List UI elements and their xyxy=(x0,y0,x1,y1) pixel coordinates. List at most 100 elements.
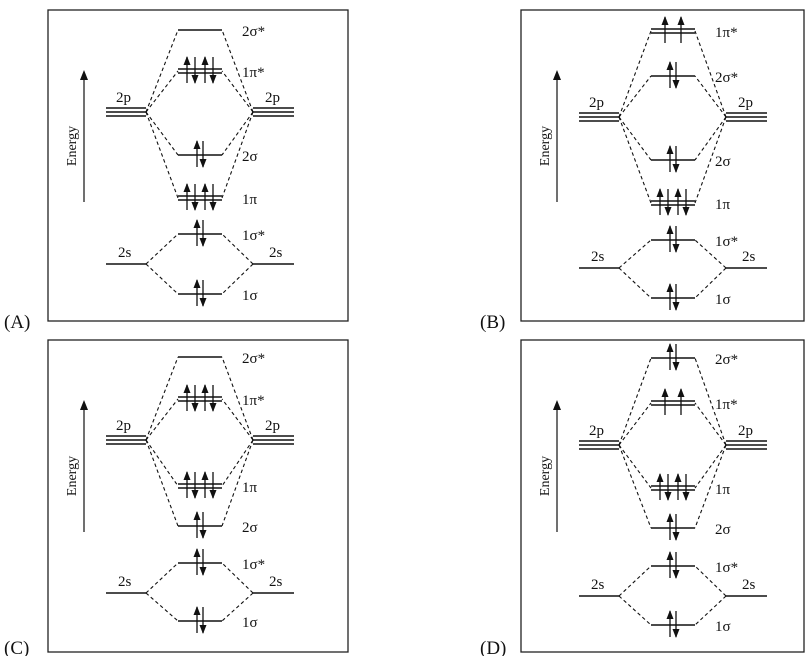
correlation-line xyxy=(694,444,727,489)
correlation-line xyxy=(694,402,727,446)
correlation-line xyxy=(221,263,254,295)
left-2p-label: 2p xyxy=(589,95,604,111)
right-2p-label: 2p xyxy=(738,423,753,439)
correlation-line xyxy=(694,116,727,204)
right-2s-label: 2s xyxy=(269,245,283,261)
left-2p-label: 2p xyxy=(116,418,131,434)
orbital-pis: 1π* xyxy=(145,56,265,113)
correlation-line xyxy=(221,439,254,527)
orbital-label: 1π xyxy=(242,480,258,496)
correlation-line xyxy=(145,29,179,113)
orbital-s2: 2σ xyxy=(618,116,731,173)
panel-label: (D) xyxy=(480,638,506,656)
right-2s-label: 2s xyxy=(742,577,756,593)
orbital-label: 1σ xyxy=(242,288,258,304)
correlation-line xyxy=(145,439,179,527)
correlation-line xyxy=(221,356,254,441)
orbital-pis: 1π* xyxy=(618,16,738,118)
orbital-label: 2σ xyxy=(242,149,258,165)
right-2s-label: 2s xyxy=(269,574,283,590)
correlation-line xyxy=(221,233,254,265)
orbital-s1s: 1σ* xyxy=(618,225,738,269)
orbital-label: 1π xyxy=(242,192,258,208)
orbital-label: 1π* xyxy=(242,65,265,81)
panel-frame xyxy=(520,339,805,653)
orbital-s1: 1σ xyxy=(618,595,731,638)
energy-axis-label: Energy xyxy=(538,126,553,166)
correlation-line xyxy=(618,444,652,489)
correlation-line xyxy=(694,75,727,118)
panel-label: (C) xyxy=(4,638,29,656)
orbital-label: 2σ* xyxy=(715,70,738,86)
orbital-pi: 1π xyxy=(618,116,731,216)
orbital-s2: 2σ xyxy=(618,444,731,541)
right-2p-label: 2p xyxy=(265,90,280,106)
correlation-line xyxy=(694,30,727,118)
correlation-line xyxy=(694,239,727,269)
left-2p-label: 2p xyxy=(116,90,131,106)
orbital-pi: 1π xyxy=(145,111,258,211)
correlation-line xyxy=(221,592,254,622)
correlation-line xyxy=(221,439,254,487)
correlation-line xyxy=(145,592,179,622)
correlation-line xyxy=(618,30,652,118)
orbital-label: 1σ xyxy=(715,619,731,635)
panel-frame xyxy=(520,9,805,322)
orbital-label: 2σ* xyxy=(715,352,738,368)
correlation-line xyxy=(145,356,179,441)
energy-axis-arrowhead xyxy=(553,70,561,80)
orbital-label: 2σ xyxy=(715,154,731,170)
energy-axis-arrowhead xyxy=(80,400,88,410)
orbital-label: 1π* xyxy=(715,25,738,41)
correlation-line xyxy=(618,595,652,626)
energy-axis-arrowhead xyxy=(553,400,561,410)
orbital-label: 2σ* xyxy=(242,24,265,40)
correlation-line xyxy=(618,402,652,446)
orbital-pis: 1π* xyxy=(145,384,265,441)
orbital-label: 1π xyxy=(715,197,731,213)
right-2p-label: 2p xyxy=(265,418,280,434)
energy-axis-label: Energy xyxy=(538,456,553,496)
correlation-line xyxy=(145,70,179,113)
left-2s-label: 2s xyxy=(118,574,132,590)
panel-frame xyxy=(47,339,349,653)
right-2p-label: 2p xyxy=(738,95,753,111)
panel-label: (B) xyxy=(480,312,505,333)
correlation-line xyxy=(221,29,254,113)
orbital-pis: 1π* xyxy=(618,388,738,446)
correlation-line xyxy=(221,398,254,441)
orbital-label: 1π* xyxy=(242,393,265,409)
orbital-label: 1σ* xyxy=(242,228,265,244)
correlation-line xyxy=(694,357,727,446)
correlation-line xyxy=(694,267,727,299)
correlation-line xyxy=(618,116,652,204)
orbital-label: 1π* xyxy=(715,397,738,413)
correlation-line xyxy=(145,233,179,265)
orbital-label: 1σ* xyxy=(242,557,265,573)
orbital-label: 1σ xyxy=(715,292,731,308)
correlation-line xyxy=(145,111,179,199)
energy-axis-arrowhead xyxy=(80,70,88,80)
correlation-line xyxy=(221,562,254,594)
orbital-s2s: 2σ* xyxy=(145,24,265,113)
orbital-label: 2σ* xyxy=(242,351,265,367)
correlation-line xyxy=(618,357,652,446)
orbital-label: 2σ xyxy=(242,520,258,536)
orbital-s2: 2σ xyxy=(145,439,258,539)
orbital-label: 1σ* xyxy=(715,234,738,250)
correlation-line xyxy=(694,444,727,529)
correlation-line xyxy=(618,267,652,299)
orbital-s2s: 2σ* xyxy=(618,61,738,118)
correlation-line xyxy=(618,565,652,597)
orbital-s1: 1σ xyxy=(145,592,258,634)
correlation-line xyxy=(694,116,727,161)
left-2s-label: 2s xyxy=(591,577,605,593)
orbital-label: 1σ* xyxy=(715,560,738,576)
orbital-label: 1σ xyxy=(242,615,258,631)
panel-frame xyxy=(47,9,349,322)
orbital-label: 2σ xyxy=(715,522,731,538)
